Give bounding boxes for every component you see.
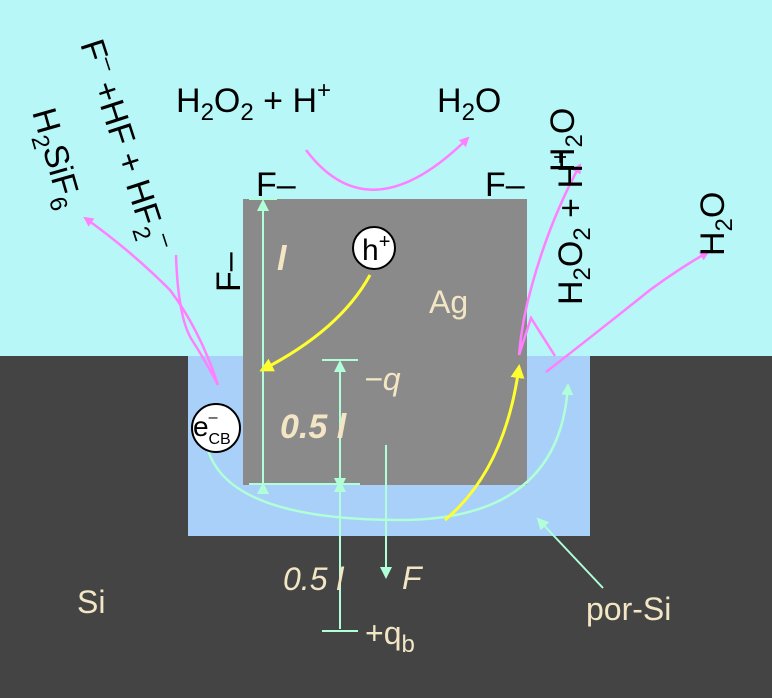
label-force: F (402, 560, 424, 596)
label-electron: e–CB (193, 409, 231, 448)
electron-circle (191, 403, 241, 453)
label-f-minus-right: F– (485, 166, 525, 204)
pink-arrow-right-notch (517, 315, 557, 357)
label-si: Si (77, 584, 105, 620)
pink-arrow-from-fhf (174, 254, 220, 386)
label-ag: Ag (429, 284, 468, 320)
pink-arrow-right-h2o-1 (517, 163, 582, 356)
label-h2o2-top: H2O2 + H+ (176, 77, 331, 126)
label-por-si: por-Si (586, 591, 671, 627)
yellow-arrow-bottom-to-right (444, 364, 525, 522)
mint-arrow-electron-path (206, 383, 574, 522)
label-l: l (277, 240, 288, 278)
label-h2o-right-2: H2O (694, 192, 738, 256)
label-f-minus-side: F– (210, 252, 248, 292)
por-si-pointer (536, 517, 604, 589)
label-minus-q: −q (364, 361, 401, 397)
hole-circle (352, 226, 396, 270)
label-hole: h+ (362, 231, 390, 267)
label-half-l-upper: 0.5 l (280, 408, 348, 446)
label-f-minus-left: F– (256, 166, 296, 204)
label-plus-qb: +qb (365, 615, 415, 658)
label-h2o-top: H2O (437, 82, 501, 126)
label-half-l-lower: 0.5 l (283, 561, 344, 597)
pink-arrow-to-h2sif6 (83, 216, 220, 386)
yellow-arrow-hole-to-wall (259, 274, 372, 372)
label-h2o-right-1: H2O (544, 108, 588, 172)
pink-arrow-right-h2o-2 (545, 250, 710, 373)
label-h2o2-right: H2O2 + H+ (547, 150, 596, 305)
pink-arrow-h2o2-to-h2o (305, 136, 470, 191)
